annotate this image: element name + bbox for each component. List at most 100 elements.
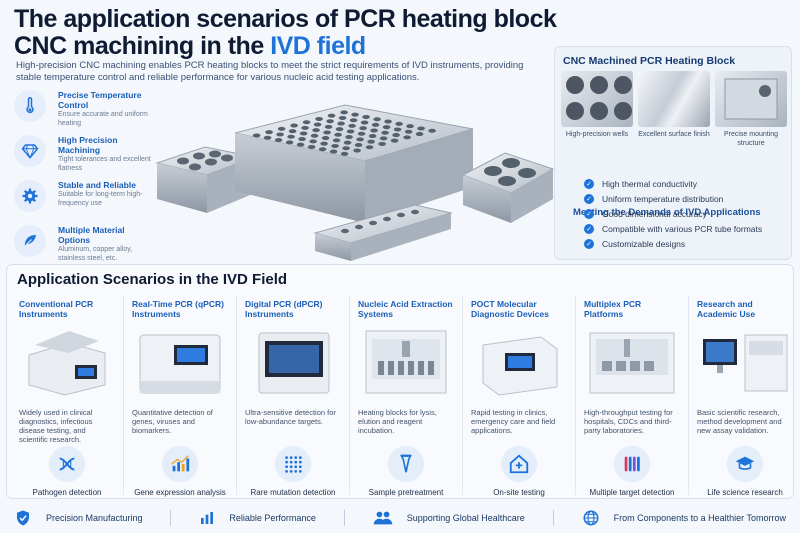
block-well (371, 122, 380, 127)
footer-bar: Precision Manufacturing Reliable Perform… (0, 502, 800, 533)
footer-item: Precision Manufacturing (14, 509, 143, 527)
block-well (338, 115, 347, 120)
block-well (346, 129, 355, 134)
scenario-title: POCT Molecular Diagnostic Devices (471, 299, 549, 319)
check-icon: ✓ (584, 208, 594, 219)
block-well (373, 117, 381, 122)
multiplex-platform-image (589, 332, 675, 394)
diamond-icon (14, 135, 46, 167)
scenario-extraction: Nucleic Acid Extraction Systems Heating … (350, 295, 463, 497)
feature-desc: Suitable for long-term high-frequency us… (58, 191, 143, 207)
check-icon: ✓ (584, 223, 594, 234)
block-well (277, 126, 286, 131)
block-well (360, 120, 369, 125)
block-well (312, 128, 320, 133)
block-well (353, 148, 361, 153)
scenario-title: Research and Academic Use (697, 299, 756, 319)
block-well (415, 132, 424, 137)
scenario-title: Digital PCR (dPCR) Instruments (245, 299, 323, 319)
block-well (378, 141, 386, 146)
scenario-desc: High-throughput testing for hospitals, C… (584, 408, 673, 435)
extraction-system-image (365, 330, 447, 394)
block-well (348, 123, 356, 128)
scenario-multiplex: Multiplex PCR Platforms High-throughput … (576, 295, 689, 497)
block-well (331, 143, 339, 148)
check-icon: ✓ (584, 193, 594, 204)
block-well (354, 142, 363, 147)
demand-item: ✓Good dimensional accuracy (584, 206, 784, 221)
surface-image (638, 71, 710, 127)
thumb-surface: Excellent surface finish (638, 71, 710, 148)
footer-item: Supporting Global Healthcare (373, 510, 525, 526)
poct-device-image (482, 336, 558, 396)
scenario-title: Nucleic Acid Extraction Systems (358, 299, 453, 319)
feature-desc: Ensure accurate and uniform heating (58, 111, 148, 127)
block-well (274, 138, 283, 143)
footer-label: Reliable Performance (229, 512, 316, 523)
block-well (390, 138, 399, 143)
footer-divider (170, 509, 172, 526)
mounting-image (715, 71, 787, 127)
home-medical-icon (501, 446, 537, 482)
block-well (299, 131, 308, 136)
shield-check-icon (16, 510, 29, 525)
thumb-mounting: Precise mounting structure (715, 71, 787, 148)
feather-icon (14, 225, 46, 257)
block-well (321, 136, 330, 141)
demands-title: Meeting the Demands of IVD Applications (573, 207, 761, 218)
scenario-columns: Conventional PCR Instruments Widely used… (11, 295, 791, 497)
block-well (349, 118, 358, 123)
block-well (327, 113, 336, 118)
block-well (359, 126, 367, 131)
block-well (296, 142, 305, 147)
block-well (335, 127, 344, 132)
block-well (334, 132, 342, 137)
thumb-caption: Precise mounting structure (723, 131, 779, 147)
scenario-qpcr: Real-Time PCR (qPCR) Instruments Quantit… (124, 295, 237, 497)
feature-desc: Aluminum, copper alloy, stainless steel,… (58, 246, 133, 262)
test-tubes-icon (614, 446, 650, 482)
scenario-title: Multiplex PCR Platforms (584, 299, 642, 319)
demand-text: Compatible with various PCR tube formats (602, 223, 763, 234)
block-well (315, 116, 323, 121)
wells-image (561, 71, 633, 127)
scenario-label: Life science research (707, 488, 783, 497)
scenarios-section: Application Scenarios in the IVD Field C… (6, 264, 794, 499)
demand-item: ✓ Compatible with various PCR tube format… (584, 221, 784, 236)
scenario-dpcr: Digital PCR (dPCR) Instruments Ultra-sen… (237, 295, 350, 497)
footer-label: From Components to a Healthier Tomorrow (613, 512, 786, 523)
heating-blocks-illustration (155, 104, 555, 261)
block-well (309, 139, 317, 144)
research-lab-image (703, 334, 788, 392)
block-well (356, 137, 364, 142)
demand-text: Uniform temperature distribution (602, 193, 724, 204)
demand-text: High thermal conductivity (602, 178, 697, 189)
scenario-poct: POCT Molecular Diagnostic Devices Rapid … (463, 295, 576, 497)
scenario-label: On-site testing (493, 488, 545, 497)
scenario-desc: Ultra-sensitive detection for low-abunda… (245, 408, 336, 426)
block-well (345, 135, 353, 140)
bar-chart-icon (162, 446, 198, 482)
block-well (318, 147, 327, 152)
scenarios-title: Application Scenarios in the IVD Field (17, 271, 288, 288)
block-well (351, 112, 359, 117)
block-well (301, 125, 309, 130)
title-highlight: IVD field (270, 32, 366, 60)
block-well (367, 139, 375, 144)
gear-icon (14, 180, 46, 212)
block-well (368, 134, 377, 139)
intro-text: High-precision CNC machining enables PCR… (16, 60, 524, 83)
block-well (381, 130, 389, 135)
scenario-desc: Rapid testing in clinics, emergency care… (471, 408, 556, 435)
block-well (324, 124, 333, 129)
thermometer-icon (14, 90, 46, 122)
block-well (298, 137, 306, 142)
graduation-cap-icon (727, 446, 763, 482)
dna-icon (49, 446, 85, 482)
footer-divider (552, 509, 554, 526)
thumb-wells: High-precision wells (561, 71, 633, 148)
scenario-label: Sample pretreatment (368, 488, 444, 497)
scenario-label: Multiple target detection (589, 488, 675, 497)
